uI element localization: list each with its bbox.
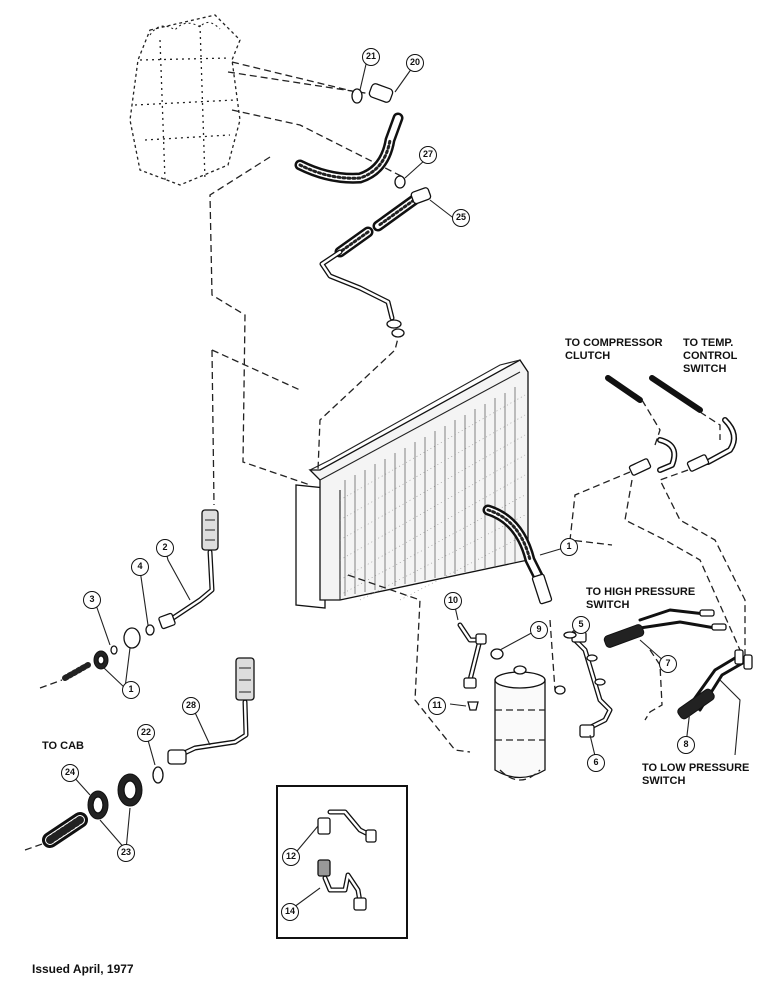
label-to-high-pressure-switch: TO HIGH PRESSURE SWITCH (586, 586, 695, 612)
part-4-washer (110, 645, 118, 655)
part-27-washer (394, 175, 406, 189)
label-line: TO COMPRESSOR (565, 337, 663, 349)
receiver-drier (494, 665, 546, 781)
label-line: CONTROL (683, 350, 738, 362)
part-25-hose-assembly (319, 187, 432, 338)
part-1-condenser-hose (482, 504, 553, 605)
part-2-o-ring (145, 624, 155, 636)
cab-hose-lower (24, 812, 88, 851)
condenser-core (295, 359, 529, 609)
label-line: SWITCH (642, 775, 686, 787)
label-line: CLUTCH (565, 350, 611, 362)
label-to-compressor-clutch: TO COMPRESSOR CLUTCH (565, 337, 663, 363)
label-to-temp-control-switch: TO TEMP. CONTROL SWITCH (683, 337, 737, 376)
issue-date-footer: Issued April, 1977 (32, 962, 134, 976)
part-7-high-pressure-switch (603, 608, 727, 648)
label-line: TO LOW PRESSURE (642, 762, 750, 774)
cab-hose-upper (39, 662, 91, 689)
part-9-o-ring-b (554, 685, 566, 695)
inset-box (276, 785, 408, 939)
part-8-low-pressure-switch (677, 649, 753, 720)
part-22-o-ring (152, 766, 164, 784)
part-3-fitting (93, 627, 141, 670)
part-1-left-tube (158, 509, 219, 630)
wiring-harness (569, 375, 746, 660)
label-to-cab: TO CAB (42, 740, 84, 752)
label-line: SWITCH (683, 363, 727, 375)
label-line: TO TEMP. (683, 337, 734, 349)
part-10-tube (457, 622, 487, 689)
label-line: SWITCH (586, 599, 630, 611)
part-28-tube (167, 657, 255, 765)
part-5-washer (563, 631, 577, 639)
part-20-hose (294, 83, 404, 184)
label-to-low-pressure-switch: TO LOW PRESSURE SWITCH (642, 762, 749, 788)
label-line: TO HIGH PRESSURE (586, 586, 696, 598)
part-11-fitting (467, 701, 479, 711)
compressor-illustration (129, 14, 241, 186)
part-6-tube (571, 631, 613, 738)
part-23-fittings (87, 773, 143, 820)
part-9-o-ring (490, 648, 504, 660)
